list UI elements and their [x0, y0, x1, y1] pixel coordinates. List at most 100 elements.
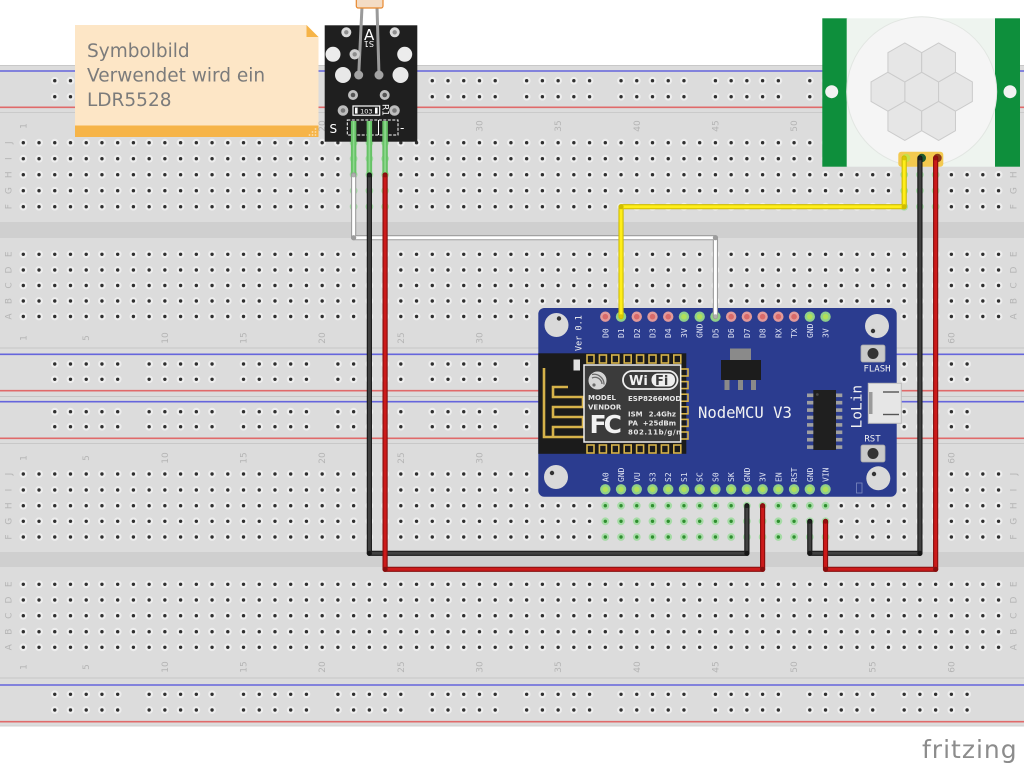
reset-button-cap[interactable] [867, 448, 879, 459]
breadboard-hole [790, 297, 798, 305]
breadboard-hole [774, 706, 783, 714]
breadboard-hole [129, 611, 138, 620]
breadboard-hole [318, 281, 327, 290]
flash-button[interactable] [860, 344, 886, 363]
header-pin-center [744, 313, 750, 320]
esp-spec-key: ISM [628, 411, 643, 419]
breadboard-hole [695, 611, 704, 620]
reset-button[interactable] [860, 444, 886, 463]
breadboard-hole [507, 154, 515, 163]
wire-black-ldr [366, 172, 750, 556]
row-letter-label: E [1010, 581, 1020, 587]
breadboard-hole [601, 611, 610, 620]
breadboard-hole [145, 138, 154, 147]
breadboard-hole [145, 266, 154, 274]
grip-dot [314, 128, 317, 130]
breadboard-hole [522, 533, 531, 541]
breadboard-hole [19, 154, 28, 163]
breadboard-hole [145, 470, 154, 478]
ldr-pads [325, 27, 413, 116]
pin-label: S1 [680, 472, 689, 482]
breadboard-hole [334, 186, 342, 195]
breadboard-hole [884, 281, 893, 290]
row-letter-label: B [5, 629, 15, 635]
silkscreen-mark-icon [856, 482, 863, 494]
breadboard-hole [302, 486, 311, 494]
breadboard-hole [853, 170, 861, 179]
breadboard-hole [318, 596, 327, 604]
flash-button-cap[interactable] [867, 348, 879, 359]
breadboard-hole [444, 186, 452, 195]
breadboard-hole [978, 643, 987, 652]
breadboard-hole [255, 533, 264, 541]
breadboard-hole [176, 533, 185, 541]
breadboard-hole [711, 92, 720, 101]
breadboard-hole [742, 154, 751, 163]
breadboard-hole [208, 501, 216, 510]
breadboard-hole [176, 486, 185, 494]
breadboard-hole [208, 611, 216, 620]
breadboard-hole [271, 281, 279, 290]
breadboard-hole [837, 706, 846, 714]
breadboard-hole [396, 470, 405, 478]
breadboard-hole [978, 533, 987, 541]
breadboard-hole [459, 486, 468, 494]
breadboard-hole [239, 486, 248, 494]
breadboard-hole [145, 154, 154, 163]
ldr-name-label: A [364, 26, 375, 44]
breadboard-hole [66, 360, 75, 368]
breadboard-hole [868, 706, 877, 714]
row-letter-label: J [5, 473, 15, 477]
breadboard-hole [113, 533, 122, 541]
breadboard-hole [271, 533, 279, 541]
breadboard-hole [302, 422, 311, 431]
breadboard-hole [255, 517, 264, 526]
breadboard-hole [727, 250, 736, 259]
breadboard-hole [239, 266, 248, 274]
chip-pin [836, 423, 843, 427]
row-letter-label: H [5, 171, 15, 178]
breadboard-hole [931, 690, 940, 699]
breadboard-hole [491, 627, 500, 636]
breadboard-hole [239, 297, 248, 305]
breadboard-hole [507, 281, 515, 290]
breadboard-hole [664, 643, 673, 652]
breadboard-hole [459, 266, 468, 274]
breadboard-hole [821, 250, 830, 259]
breadboard-hole [176, 580, 185, 589]
breadboard-hole [286, 501, 295, 510]
breadboard-hole [742, 76, 751, 85]
breadboard-hole [491, 202, 500, 211]
breadboard-hole [554, 501, 563, 510]
board-title: NodeMCU V3 [698, 404, 792, 422]
breadboard-hole [585, 611, 594, 620]
breadboard-hole-connected [632, 501, 641, 510]
breadboard-hole [522, 627, 531, 636]
breadboard-hole [365, 627, 374, 636]
breadboard-hole [271, 202, 279, 211]
breadboard-hole [538, 170, 547, 179]
breadboard-hole-connected [695, 533, 704, 541]
breadboard-hole [192, 138, 201, 147]
breadboard-hole [223, 154, 232, 163]
breadboard-hole [837, 170, 846, 179]
chip-pin [836, 445, 843, 449]
breadboard-hole [286, 643, 295, 652]
breadboard-hole [742, 281, 751, 290]
breadboard-hole [727, 154, 736, 163]
grip-dot [308, 134, 311, 136]
breadboard-hole [695, 154, 704, 163]
breadboard-hole [554, 281, 563, 290]
breadboard-hole [978, 627, 987, 636]
breadboard-hole [900, 422, 909, 431]
breadboard-hole [192, 422, 201, 431]
breadboard-hole [176, 375, 185, 384]
breadboard-hole [381, 580, 389, 589]
breadboard-hole [632, 596, 641, 604]
wire-endpoint [933, 155, 939, 161]
column-number-label: 60 [947, 332, 957, 344]
breadboard-hole [334, 297, 342, 305]
breadboard-hole [538, 611, 547, 620]
breadboard-hole [35, 643, 43, 652]
